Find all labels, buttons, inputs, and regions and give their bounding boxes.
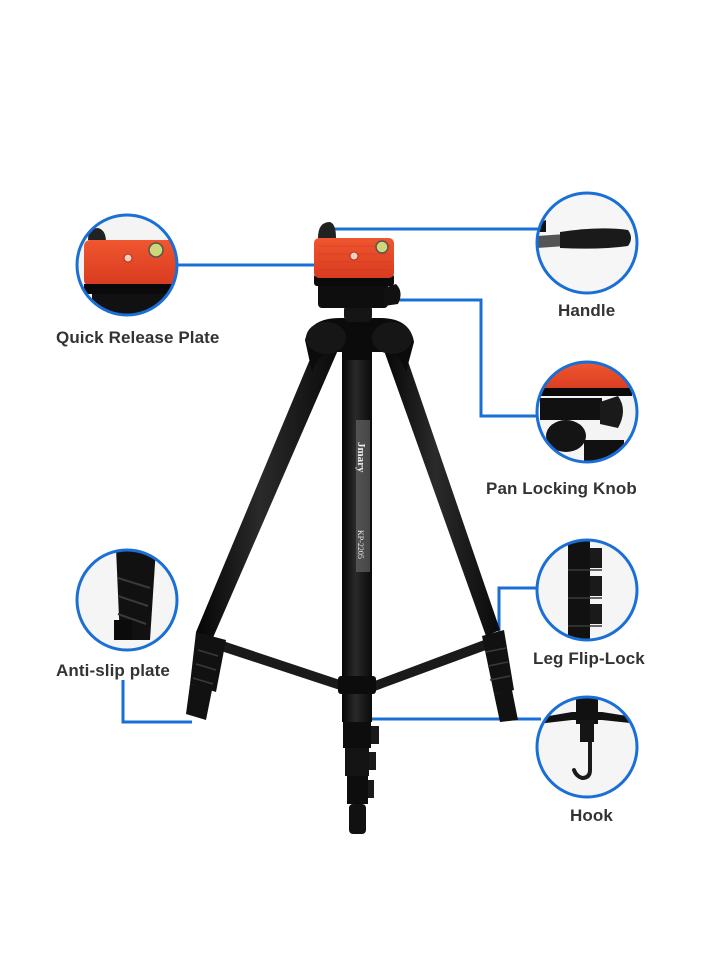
quick-release-plate-label: Quick Release Plate [56, 328, 220, 347]
hook-detail [537, 697, 637, 797]
handle-label: Handle [558, 301, 616, 320]
anti-slip-plate-label: Anti-slip plate [56, 661, 170, 680]
pan-locking-knob-label: Pan Locking Knob [486, 479, 637, 498]
pan-locking-knob-detail [537, 362, 637, 462]
brand-text: Jmary [355, 442, 367, 473]
hook-label: Hook [570, 806, 613, 825]
model-text: KP-2205 [356, 530, 365, 559]
handle-detail [537, 193, 637, 293]
leg-flip-lock-label: Leg Flip-Lock [533, 649, 645, 668]
leg-flip-lock-detail [537, 540, 637, 640]
quick-release-plate-detail [77, 215, 177, 315]
tripod-body: Jmary KP-2205 [186, 222, 518, 834]
anti-slip-plate-detail [77, 550, 177, 650]
connector-lines [121, 227, 541, 724]
